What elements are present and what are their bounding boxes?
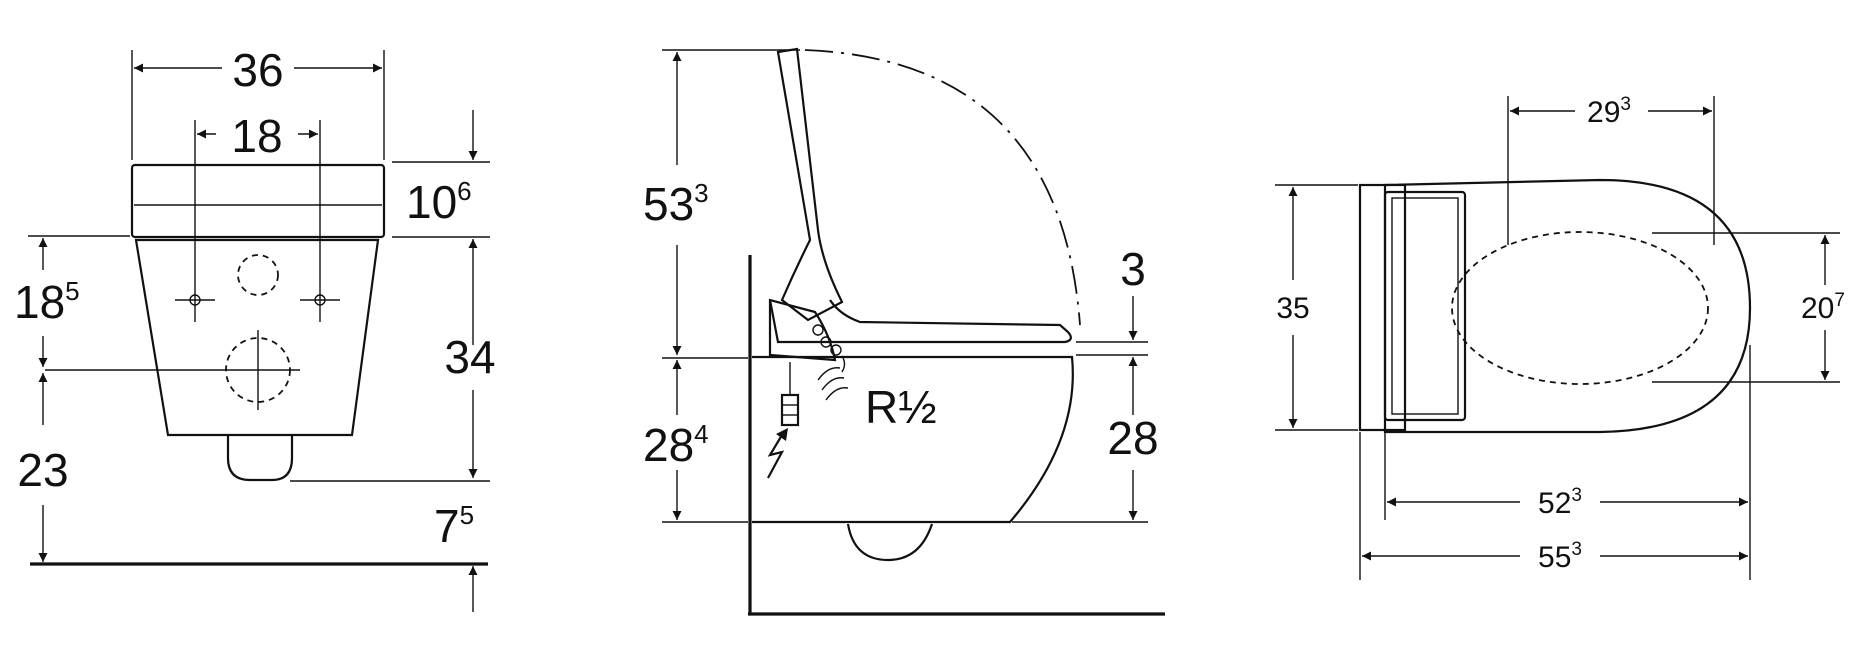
side-hinge-unit [768,298,837,362]
dim-front-left-23: 23 [17,444,68,496]
top-wall-plate [1358,183,1407,432]
front-seat-block [130,163,386,239]
dim-front-left-18-5: 185 [14,276,80,328]
dim-top-length-55-3: 553 [1538,539,1582,574]
label-water-inlet: R½ [865,381,937,433]
side-outlet [846,523,934,562]
side-control-button-2 [820,336,832,348]
dim-top-seat-29-3: 293 [1587,94,1631,129]
front-water-connection [237,254,279,296]
top-view: 293 35 207 523 553 [1275,94,1845,580]
front-bowl [134,238,380,437]
side-control-button-3 [830,344,842,356]
dim-front-width-36: 36 [232,44,283,96]
side-lid [776,47,844,322]
lightning-bolt-icon [767,434,785,479]
side-seat [768,299,1072,344]
dim-front-bottom-7-5: 75 [434,500,474,552]
dim-front-holes-18: 18 [231,110,282,162]
top-control-unit [1383,190,1467,422]
water-wave-icon [817,367,841,381]
dim-side-height-53-3: 533 [643,178,709,230]
front-view: 36 18 106 34 75 185 23 [14,44,496,612]
dim-top-width-35: 35 [1276,292,1309,325]
side-bowl [752,355,1074,524]
dim-side-seat-3: 3 [1120,243,1146,295]
side-lid-swing-arc [804,49,1081,326]
dim-top-length-52-3: 523 [1538,485,1582,520]
dim-side-bowl-28: 28 [1107,412,1158,464]
front-hole-left [189,294,201,306]
top-seat-outline [1383,178,1752,434]
dim-front-height-34: 34 [444,331,495,383]
front-hole-right [314,294,326,306]
dim-side-height-28-4: 284 [643,419,709,471]
side-power-plug [780,393,800,427]
side-view: R½ 533 284 3 28 [643,47,1165,616]
dim-top-opening-20-7: 207 [1801,290,1845,325]
side-control-button-1 [812,324,824,336]
top-bowl-opening [1451,231,1709,385]
front-outlet [226,435,294,482]
dim-front-top-10-6: 106 [406,176,472,228]
